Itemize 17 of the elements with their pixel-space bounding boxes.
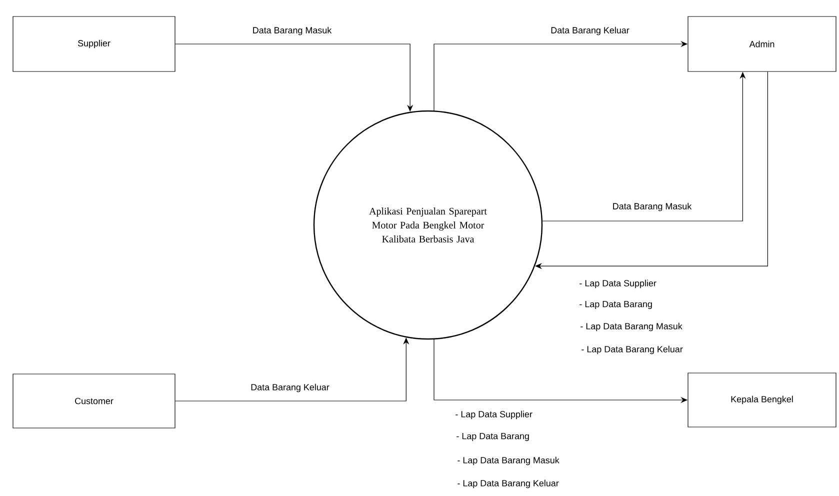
list-item: - Lap Data Barang Masuk <box>580 322 682 332</box>
edge-label: Data Barang Keluar <box>251 384 330 392</box>
edge-label: Data Barang Keluar <box>551 26 630 36</box>
list-item: - Lap Data Barang Masuk <box>458 456 560 466</box>
edge-label: Data Barang Masuk <box>253 26 332 36</box>
edge-label: Data Barang Masuk <box>613 202 692 212</box>
list-item: - Lap Data Supplier <box>580 280 656 288</box>
entity-box: Admin <box>688 16 836 72</box>
entity-box: Supplier <box>12 16 176 72</box>
entity-box: Kepala Bengkel <box>688 372 836 428</box>
list-item: - Lap Data Barang <box>580 300 652 309</box>
list-item: - Lap Data Barang Keluar <box>458 480 559 488</box>
entity-box: Customer <box>12 374 176 428</box>
list-item: - Lap Data Barang <box>456 432 529 441</box>
list-item: - Lap Data Barang Keluar <box>582 346 683 354</box>
list-item: - Lap Data Supplier <box>456 410 532 420</box>
arrow <box>535 72 768 270</box>
